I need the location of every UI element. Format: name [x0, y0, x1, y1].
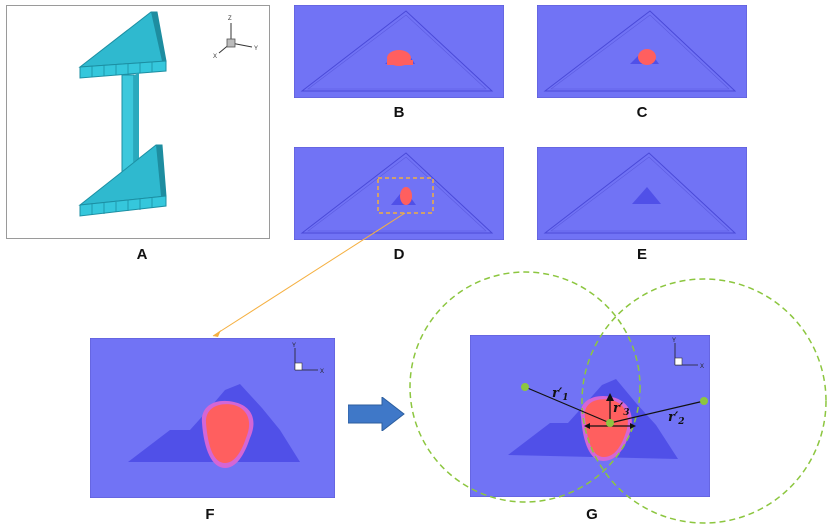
panel-c [537, 5, 747, 98]
r3-label: r′3 [613, 401, 630, 418]
axis-x-label: X [700, 364, 704, 370]
dashed-circle-left [409, 271, 641, 503]
axes-2d: Y X [292, 343, 324, 375]
axis-y-label: Y [672, 338, 676, 344]
panel-g-label: G [586, 506, 598, 523]
panel-b-label: B [393, 104, 405, 121]
axis-x-label: X [320, 369, 324, 375]
zoom-connector-line [212, 212, 406, 337]
panel-g: Y X [470, 335, 710, 497]
panel-a-label: A [136, 246, 148, 263]
panel-d-label: D [393, 246, 405, 263]
triad-cube [226, 38, 236, 48]
zoom-box [377, 177, 434, 214]
upper-flange-edge [79, 60, 167, 79]
dashed-circle-right [581, 278, 827, 524]
center-point-right [700, 397, 708, 405]
radius-line-r1 [524, 386, 611, 424]
panel-f-label: F [205, 506, 215, 523]
panel-e-field [537, 147, 747, 240]
hot-region [638, 49, 656, 65]
panel-a: Z Y X [6, 5, 270, 239]
panel-f: Y X [90, 338, 335, 498]
panel-e-label: E [636, 246, 647, 263]
panel-e [537, 147, 747, 240]
center-point-left [521, 383, 529, 391]
hot-region [205, 404, 250, 463]
panel-b [294, 5, 504, 98]
panel-b-field [294, 5, 504, 98]
lower-flange-edge [79, 195, 167, 217]
cross-section-core [632, 187, 661, 204]
hot-region [584, 399, 628, 457]
axis-y-label: Y [292, 343, 296, 349]
r2-label: r′2 [668, 410, 685, 427]
axes-2d: Y X [672, 338, 704, 370]
axis-triad: Z Y X [213, 16, 258, 60]
panel-c-label: C [636, 104, 648, 121]
panel-f-field: Y X [90, 338, 335, 498]
axis-x-label: X [213, 54, 217, 60]
radius-line-r2 [609, 400, 705, 424]
transition-arrow-icon [348, 397, 405, 431]
axis-z-label: Z [228, 16, 232, 22]
beam-3d-view: Z Y X [6, 5, 270, 239]
r1-label: r′1 [552, 386, 569, 403]
lower-flange-side [156, 145, 166, 196]
center-point-mid [606, 419, 614, 427]
panel-g-field: Y X [470, 335, 710, 497]
r3-arrowhead [606, 393, 614, 401]
panel-c-field [537, 5, 747, 98]
panel-d [294, 147, 504, 240]
upper-flange-side [151, 12, 166, 61]
axis-y-label: Y [254, 46, 258, 52]
flange-segments [91, 62, 153, 215]
panel-d-field [294, 147, 504, 240]
zoom-connector-arrowhead [213, 330, 221, 337]
hot-region [400, 187, 412, 205]
